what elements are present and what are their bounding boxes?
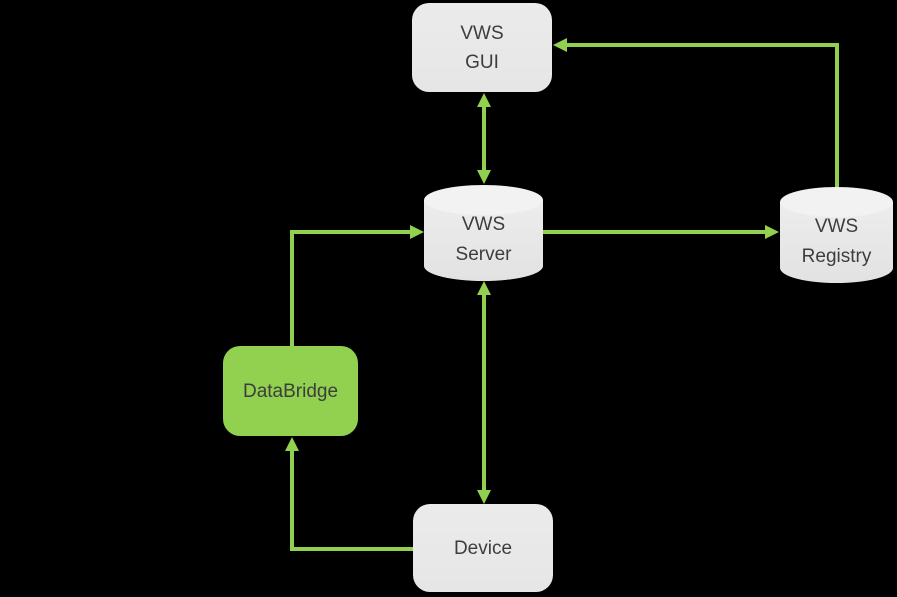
node-vws-server-label-line2: Server	[455, 244, 512, 265]
node-databridge-label: DataBridge	[242, 380, 339, 402]
node-vws-gui-label-line2: GUI	[465, 51, 499, 73]
node-databridge: DataBridge	[223, 346, 358, 436]
node-vws-registry: VWS Registry	[780, 187, 893, 283]
cylinder-top	[424, 185, 543, 215]
node-vws-registry-label-line2: Registry	[801, 246, 872, 267]
node-vws-server: VWS Server	[424, 185, 543, 281]
node-vws-server-label: VWS Server	[424, 210, 543, 270]
arrow-device-databridge	[285, 437, 413, 551]
node-device-label: Device	[453, 537, 513, 559]
node-vws-gui-label-line1: VWS	[460, 22, 504, 44]
arrow-gui-server	[477, 93, 491, 184]
node-device: Device	[413, 504, 553, 592]
arrow-server-device	[477, 281, 491, 504]
node-vws-server-label-line1: VWS	[461, 214, 506, 235]
cylinder-top	[780, 187, 893, 217]
node-vws-registry-label-line1: VWS	[814, 216, 859, 237]
arrow-registry-gui	[553, 38, 839, 190]
node-vws-gui: VWS GUI	[412, 3, 552, 92]
arrow-server-registry	[543, 225, 779, 239]
arrow-databridge-server	[290, 225, 424, 346]
node-vws-registry-label: VWS Registry	[780, 212, 893, 272]
